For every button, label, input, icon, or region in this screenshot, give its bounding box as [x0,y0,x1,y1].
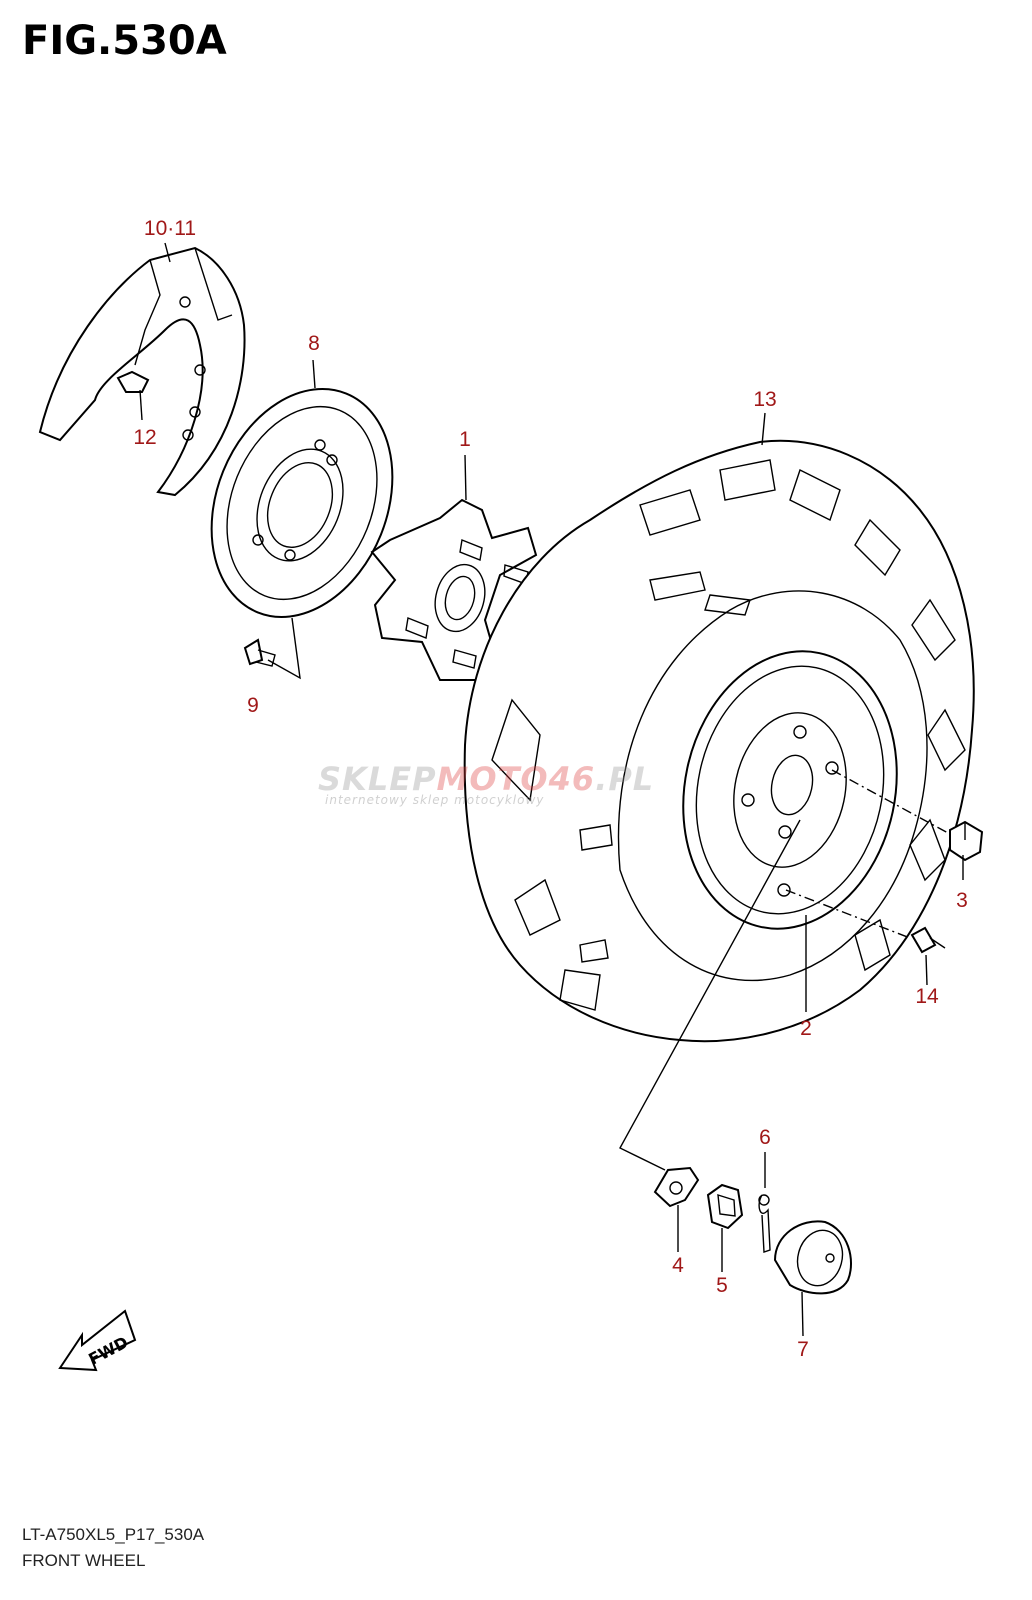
figure-caption: FRONT WHEEL [22,1551,146,1570]
leader-9 [267,617,301,680]
leader-1 [464,454,467,501]
callout-3: 3 [956,889,968,912]
callout-1: 1 [459,428,471,451]
callout-2: 2 [800,1017,812,1040]
lock-washer [653,1166,700,1208]
watermark-brand-accent: MOTO46 [436,760,596,798]
leader-14-centerline [785,889,911,939]
castle-nut [706,1183,744,1230]
leader-4-group [619,819,801,1171]
wheel-hub [370,498,538,681]
callout-7: 7 [797,1338,809,1361]
cotter-pin [758,1194,771,1253]
watermark-brand-main: SKLEP [318,760,437,798]
callout-8: 8 [308,332,320,355]
leader-3-centerline [831,769,949,834]
cover-bolt [116,370,150,421]
disc-bolt [243,638,276,667]
hub-cap [773,1220,852,1295]
callout-14: 14 [915,985,939,1008]
wheel-nut [949,820,984,862]
brake-disc [210,388,394,618]
leader-10-11 [164,242,171,263]
callout-4: 4 [672,1254,684,1277]
callout-13: 13 [753,388,777,411]
callout-5: 5 [716,1274,728,1297]
model-code: LT-A750XL5_P17_530A [22,1525,205,1544]
brake-disc-cover [38,246,246,497]
fwd-arrow-icon: FWD [58,1309,137,1372]
callout-6: 6 [759,1126,771,1149]
rim [682,650,898,930]
watermark-tagline: internetowy sklep motocyklowy [325,793,545,807]
figure-title: FIG.530A [22,18,227,64]
callout-9: 9 [247,694,259,717]
watermark-brand-suffix: .PL [595,760,655,798]
leader-7 [801,1291,804,1337]
callout-10-11: 10·11 [143,217,197,240]
callout-12: 12 [133,426,157,449]
leader-14 [925,954,928,986]
watermark-logo: SKLEPMOTO46.PL [318,760,654,798]
tire-valve [910,926,946,954]
leader-8 [312,359,316,389]
leader-13 [761,412,766,446]
